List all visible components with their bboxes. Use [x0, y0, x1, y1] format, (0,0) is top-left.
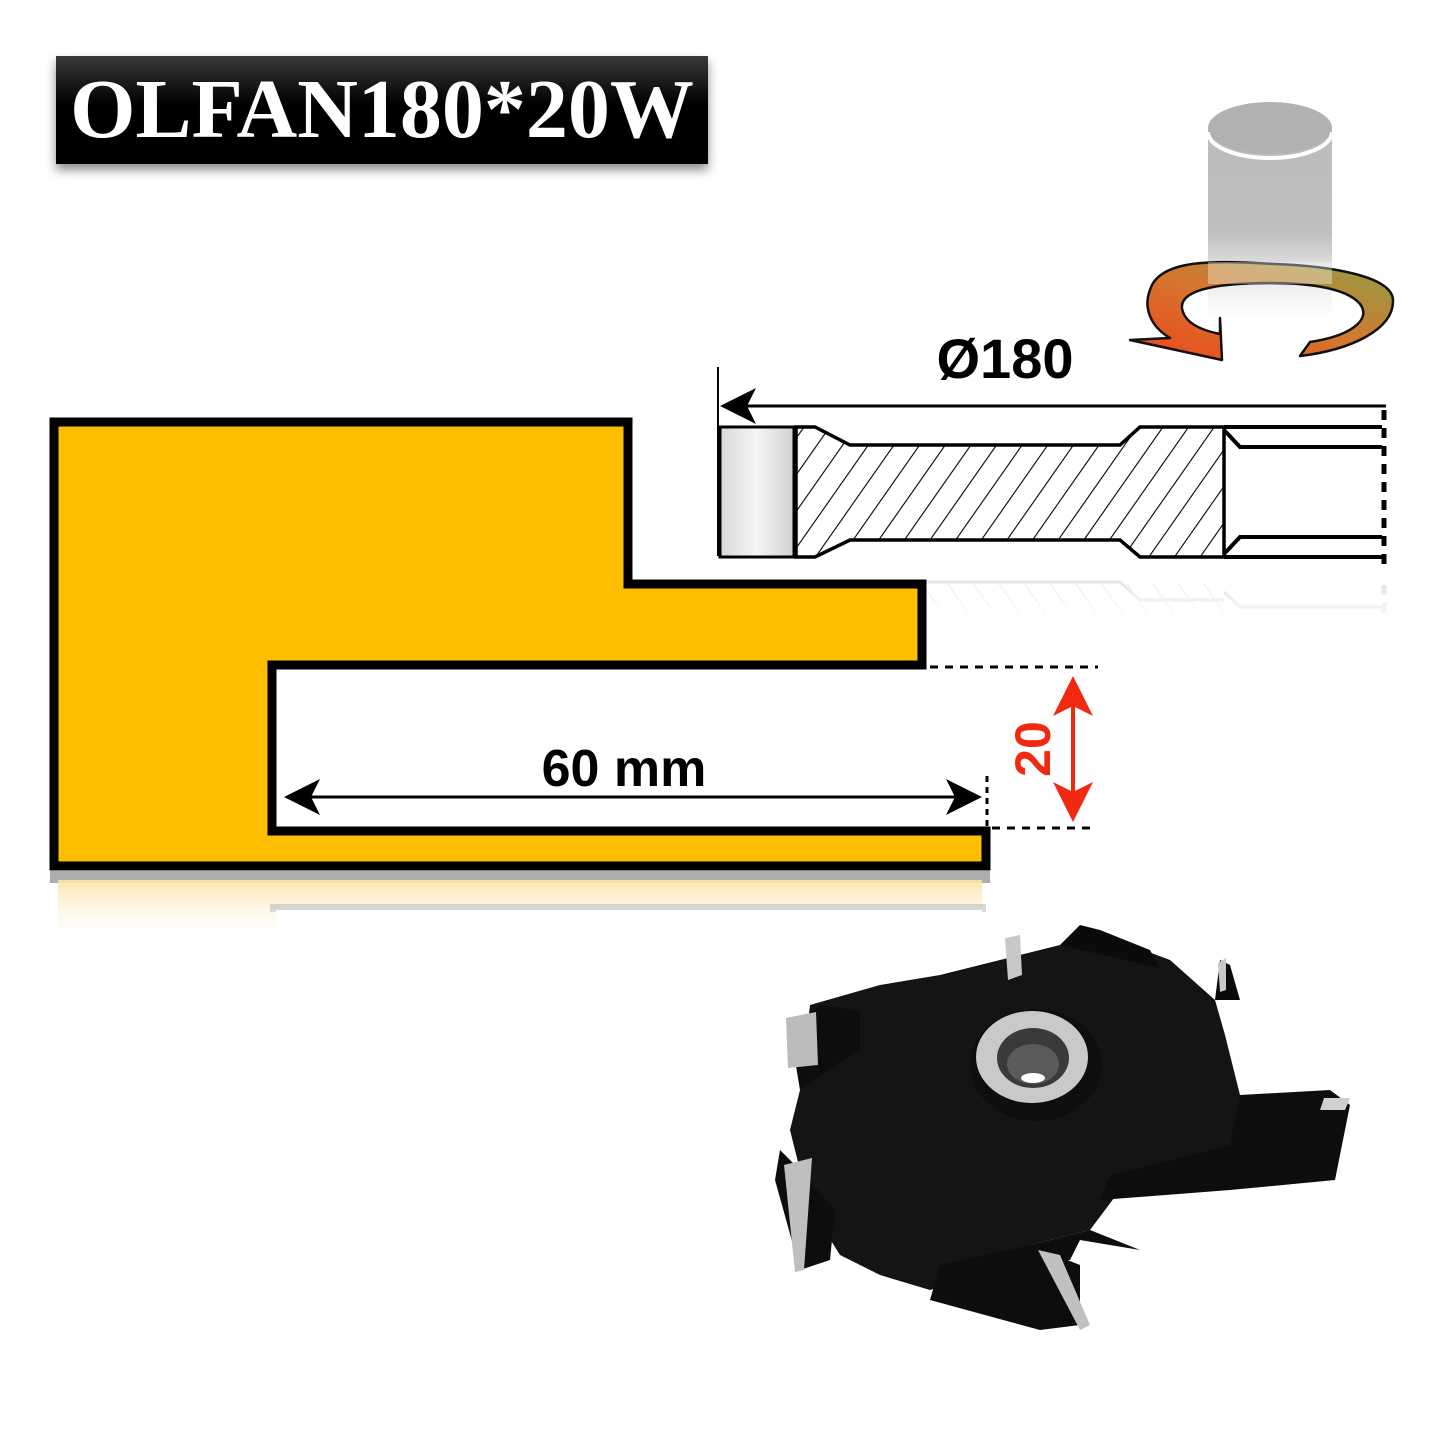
title-badge: OLFAN180*20W [56, 56, 708, 164]
cutter-head-photo [775, 925, 1350, 1330]
diameter-label: Ø180 [937, 327, 1074, 390]
product-title: OLFAN180*20W [70, 63, 694, 156]
width-label: 60 mm [542, 740, 707, 798]
rotation-arrow-icon [1128, 260, 1395, 362]
workpiece-profile [40, 417, 1000, 955]
height-label: 20 [1005, 721, 1061, 777]
